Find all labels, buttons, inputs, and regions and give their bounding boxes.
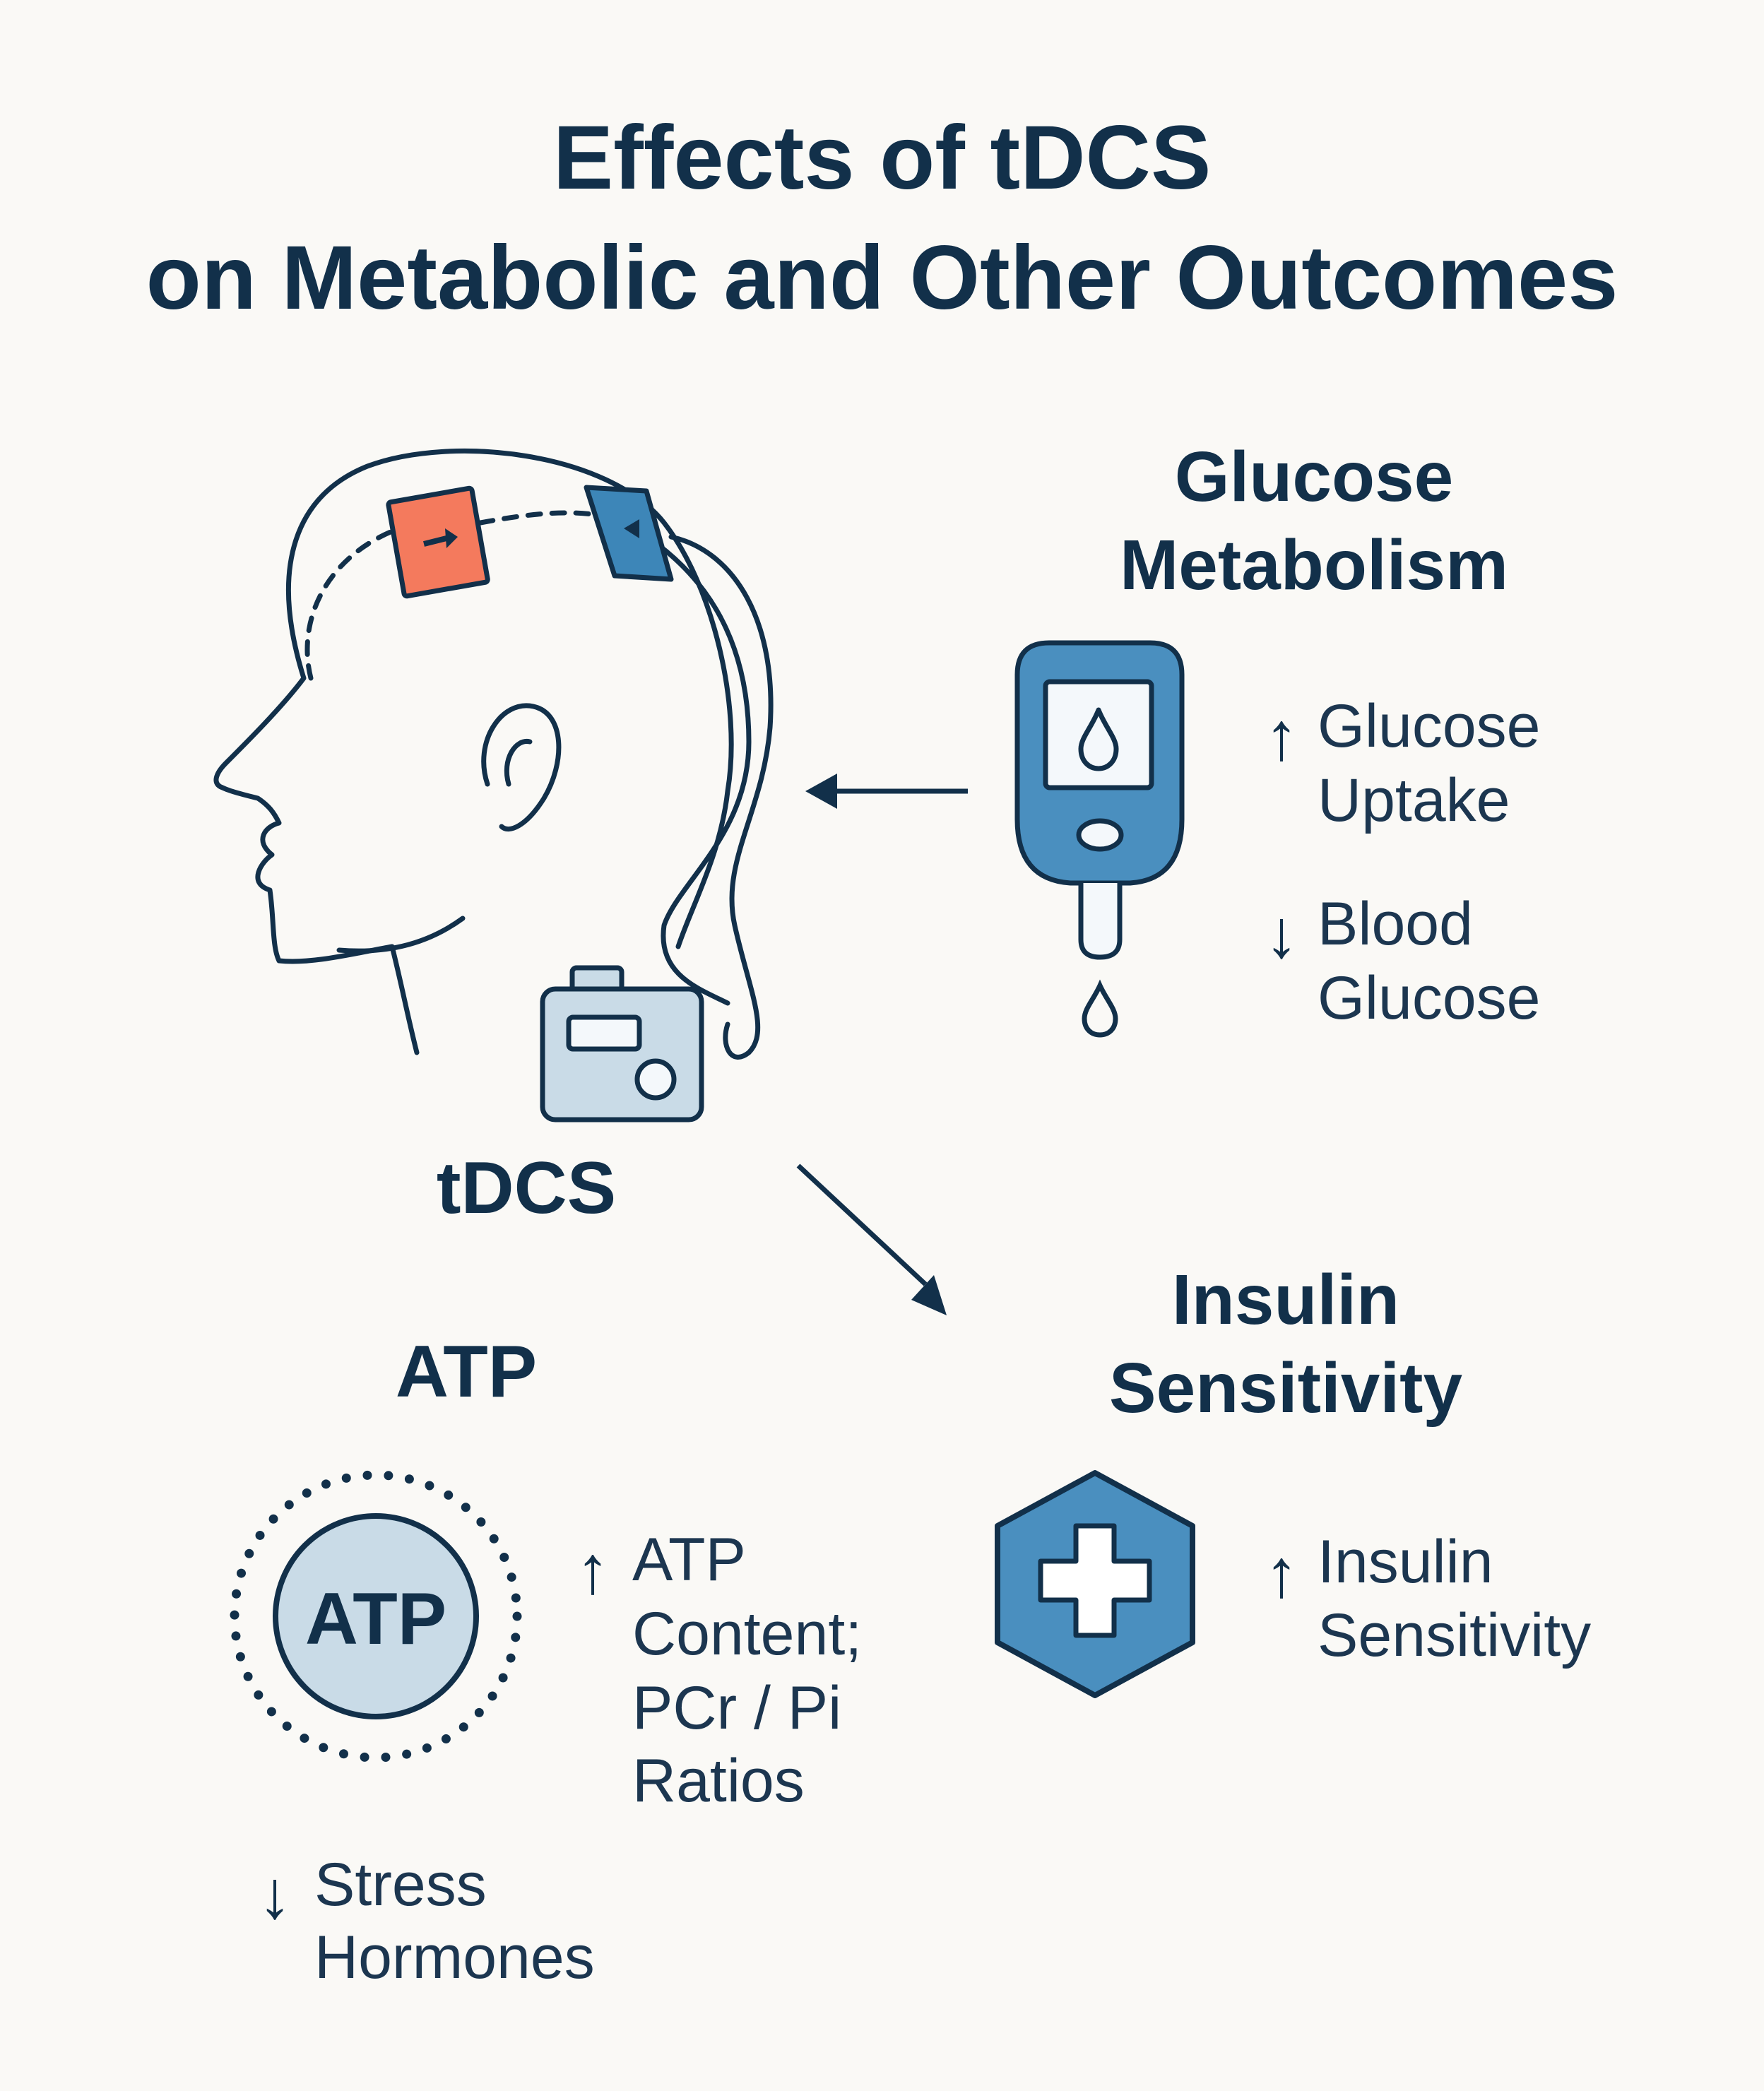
stress-hormones-line-2: Hormones <box>314 1924 595 1991</box>
arrow-up-glucose-uptake: ↑ <box>1265 699 1298 774</box>
glucose-uptake-line-1: Glucose <box>1318 692 1541 760</box>
atp-molecule-icon <box>230 1470 522 1763</box>
atp-content-line-4: Ratios <box>632 1747 805 1815</box>
electrode-anode-icon <box>386 485 490 599</box>
glucose-heading-line-2: Metabolism <box>1119 526 1509 605</box>
arrow-up-insulin-sensitivity: ↑ <box>1265 1536 1298 1611</box>
tdcs-label: tDCS <box>436 1147 617 1229</box>
head-profile-icon <box>213 448 774 1060</box>
medical-cross-hexagon-icon <box>995 1470 1195 1698</box>
insulin-heading-line-1: Insulin <box>1171 1260 1400 1339</box>
stimulator-device-icon <box>540 965 704 1122</box>
glucose-meter-icon <box>1014 640 1185 960</box>
blood-glucose-line-2: Glucose <box>1318 964 1541 1032</box>
insulin-heading-line-2: Sensitivity <box>1108 1349 1463 1428</box>
blood-drop-icon <box>1082 979 1118 1038</box>
blood-glucose-line-1: Blood <box>1318 890 1473 958</box>
glucose-uptake-line-2: Uptake <box>1318 766 1510 834</box>
arrow-down-stress-hormones: ↓ <box>258 1857 292 1933</box>
atp-content-line-2: Content; <box>632 1600 863 1668</box>
atp-heading: ATP <box>395 1331 538 1413</box>
atp-content-line-1: ATP <box>632 1526 746 1594</box>
stress-hormones-line-1: Stress <box>314 1851 487 1919</box>
glucose-heading-line-1: Glucose <box>1174 437 1454 516</box>
title-line-2: on Metabolic and Other Outcomes <box>146 227 1618 328</box>
arrow-glucose-to-tdcs <box>805 774 968 809</box>
atp-content-line-3: PCr / Pi <box>632 1674 842 1742</box>
arrow-up-atp-content: ↑ <box>576 1532 610 1608</box>
atp-icon-text: ATP <box>304 1578 447 1660</box>
insulin-sensitivity-line-1: Insulin <box>1318 1528 1493 1596</box>
electrode-cathode-icon <box>584 485 674 582</box>
title-line-1: Effects of tDCS <box>552 107 1212 208</box>
insulin-sensitivity-line-2: Sensitivity <box>1318 1601 1592 1669</box>
arrow-tdcs-to-insulin <box>796 1163 947 1315</box>
arrow-down-blood-glucose: ↓ <box>1265 896 1298 972</box>
